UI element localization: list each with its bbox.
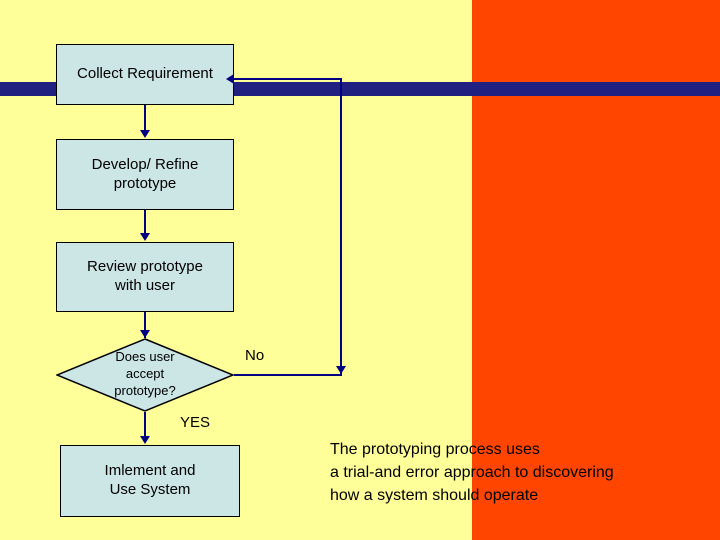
node-implement-line2: Use System (109, 481, 191, 498)
node-develop-line1: Develop/ Refine (91, 155, 199, 173)
node-review-prototype-label: Review prototype with user (87, 258, 203, 296)
node-develop-line2: prototype (113, 174, 177, 192)
connector-decision-to-implement (144, 412, 146, 437)
node-implement-use-system-label: Imlement and Use System (105, 462, 196, 500)
edge-label-no: No (245, 347, 265, 364)
connector-review-to-decision (144, 312, 146, 338)
connector-no-horizontal-upper (232, 78, 342, 80)
edge-label-yes: YES (180, 414, 211, 431)
connector-develop-to-review (144, 210, 146, 234)
node-decision-label: Does user accept prototype? (56, 349, 234, 400)
diamond-shape-icon (56, 338, 234, 412)
connector-no-horizontal-lower (234, 374, 342, 376)
arrowhead-decision-to-implement (140, 436, 150, 444)
node-decision-accept-prototype: Does user accept prototype? (56, 338, 234, 412)
node-develop-refine-prototype: Develop/ Refine prototype (56, 139, 234, 210)
node-decision-line1: Does user (115, 349, 175, 364)
caption-line-3: how a system should operate (330, 487, 539, 505)
arrowhead-collect-to-develop (140, 130, 150, 138)
node-decision-line2: accept (125, 365, 165, 381)
node-collect-requirement-label: Collect Requirement (77, 65, 213, 83)
node-review-line2: with user (114, 277, 176, 294)
node-review-prototype: Review prototype with user (56, 242, 234, 312)
node-review-line1: Review prototype (87, 258, 203, 276)
node-develop-refine-prototype-label: Develop/ Refine prototype (92, 156, 199, 194)
arrowhead-develop-to-review (140, 233, 150, 241)
arrowhead-no-branch-corner (336, 366, 346, 374)
caption-line-2: a trial-and error approach to discoverin… (330, 464, 614, 482)
arrowhead-no-to-collect (226, 74, 234, 84)
connector-no-vertical (340, 78, 342, 376)
node-implement-use-system: Imlement and Use System (60, 445, 240, 517)
caption-line-1: The prototyping process uses (330, 441, 540, 458)
caption-text: The prototyping process uses a trial-and… (330, 438, 710, 508)
node-collect-requirement: Collect Requirement (56, 44, 234, 105)
node-implement-line1: Imlement and (104, 462, 196, 480)
arrowhead-review-to-decision (140, 330, 150, 338)
node-decision-line3: prototype? (114, 382, 176, 398)
connector-collect-to-develop (144, 105, 146, 131)
